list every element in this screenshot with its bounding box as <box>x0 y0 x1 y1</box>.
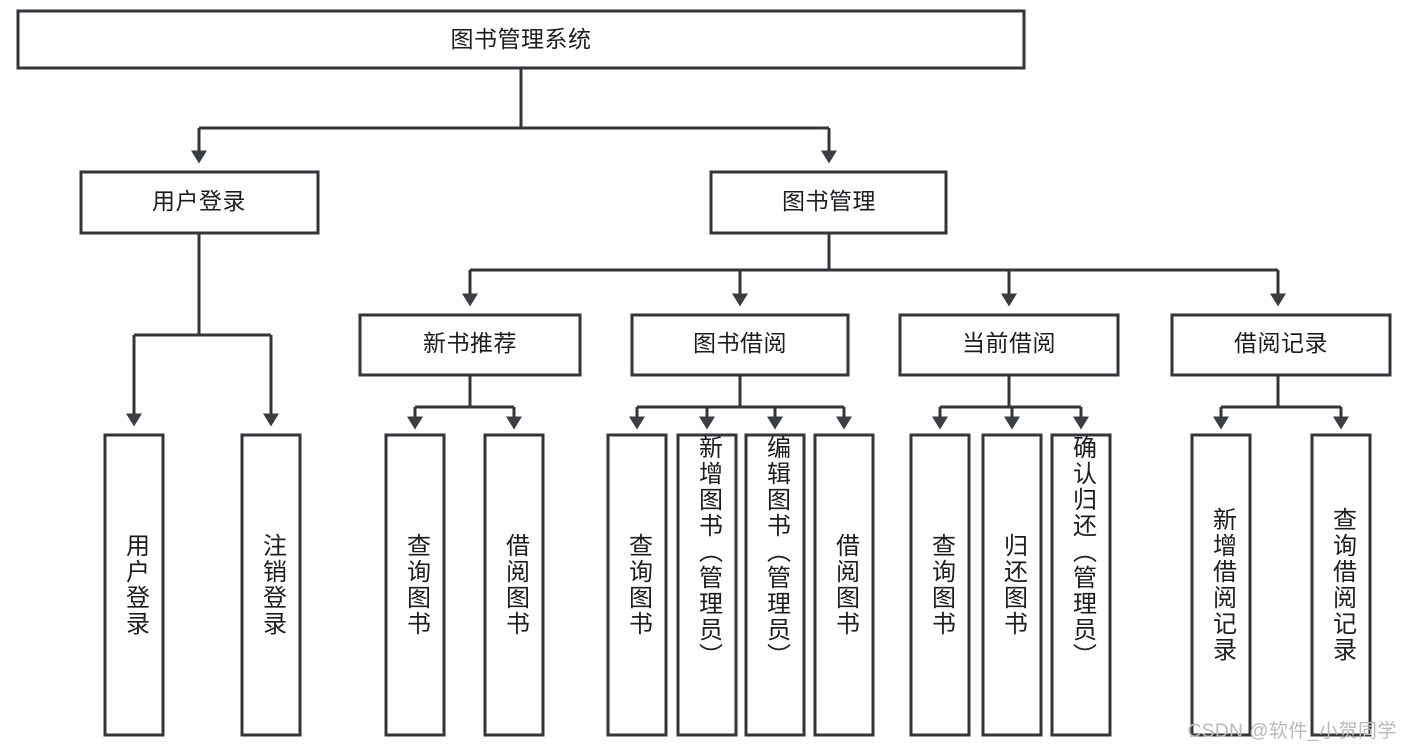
node-book-mgmt-box[interactable] <box>709 170 948 235</box>
node-root-box[interactable] <box>16 9 1026 70</box>
leaf-box-add-borrow-record[interactable] <box>1190 433 1252 737</box>
node-borrow-records-label: 借阅记录 <box>1234 330 1328 356</box>
node-borrow-label: 图书借阅 <box>693 330 787 356</box>
node-borrow-records-box[interactable] <box>1170 313 1392 377</box>
leaf-box-borrow-books-new[interactable] <box>483 433 545 737</box>
node-group: 图书管理系统 用户登录 图书管理 新书推荐 图书借阅 当前借阅 借阅记录 <box>16 9 1392 737</box>
node-book-mgmt-label: 图书管理 <box>782 188 876 214</box>
node-user-login-label: 用户登录 <box>152 188 246 214</box>
csdn-watermark: CSDN @软件_小贺同学 <box>1187 721 1397 742</box>
node-borrow-box[interactable] <box>630 313 850 377</box>
leaf-box-confirm-return-admin[interactable] <box>1050 433 1112 737</box>
leaf-box-logout[interactable] <box>240 433 302 737</box>
leaf-box-query-books-current[interactable] <box>909 433 971 737</box>
leaf-box-query-books-borrow[interactable] <box>606 433 668 737</box>
leaf-box-user-login[interactable] <box>103 433 165 737</box>
leaf-box-edit-book-admin[interactable] <box>744 433 806 737</box>
node-new-books-label: 新书推荐 <box>423 330 517 356</box>
leaf-box-return-book[interactable] <box>981 433 1043 737</box>
leaf-box-query-books-new[interactable] <box>384 433 446 737</box>
node-current-borrow-box[interactable] <box>898 313 1120 377</box>
leaf-box-query-borrow-record[interactable] <box>1310 433 1372 737</box>
node-root-label: 图书管理系统 <box>451 26 592 52</box>
connector-group <box>126 68 1349 430</box>
node-current-borrow-label: 当前借阅 <box>962 330 1056 356</box>
leaf-box-borrow-book[interactable] <box>813 433 875 737</box>
leaf-box-add-book-admin[interactable] <box>676 433 738 737</box>
node-user-login-box[interactable] <box>79 170 320 235</box>
node-new-books-box[interactable] <box>358 313 582 377</box>
